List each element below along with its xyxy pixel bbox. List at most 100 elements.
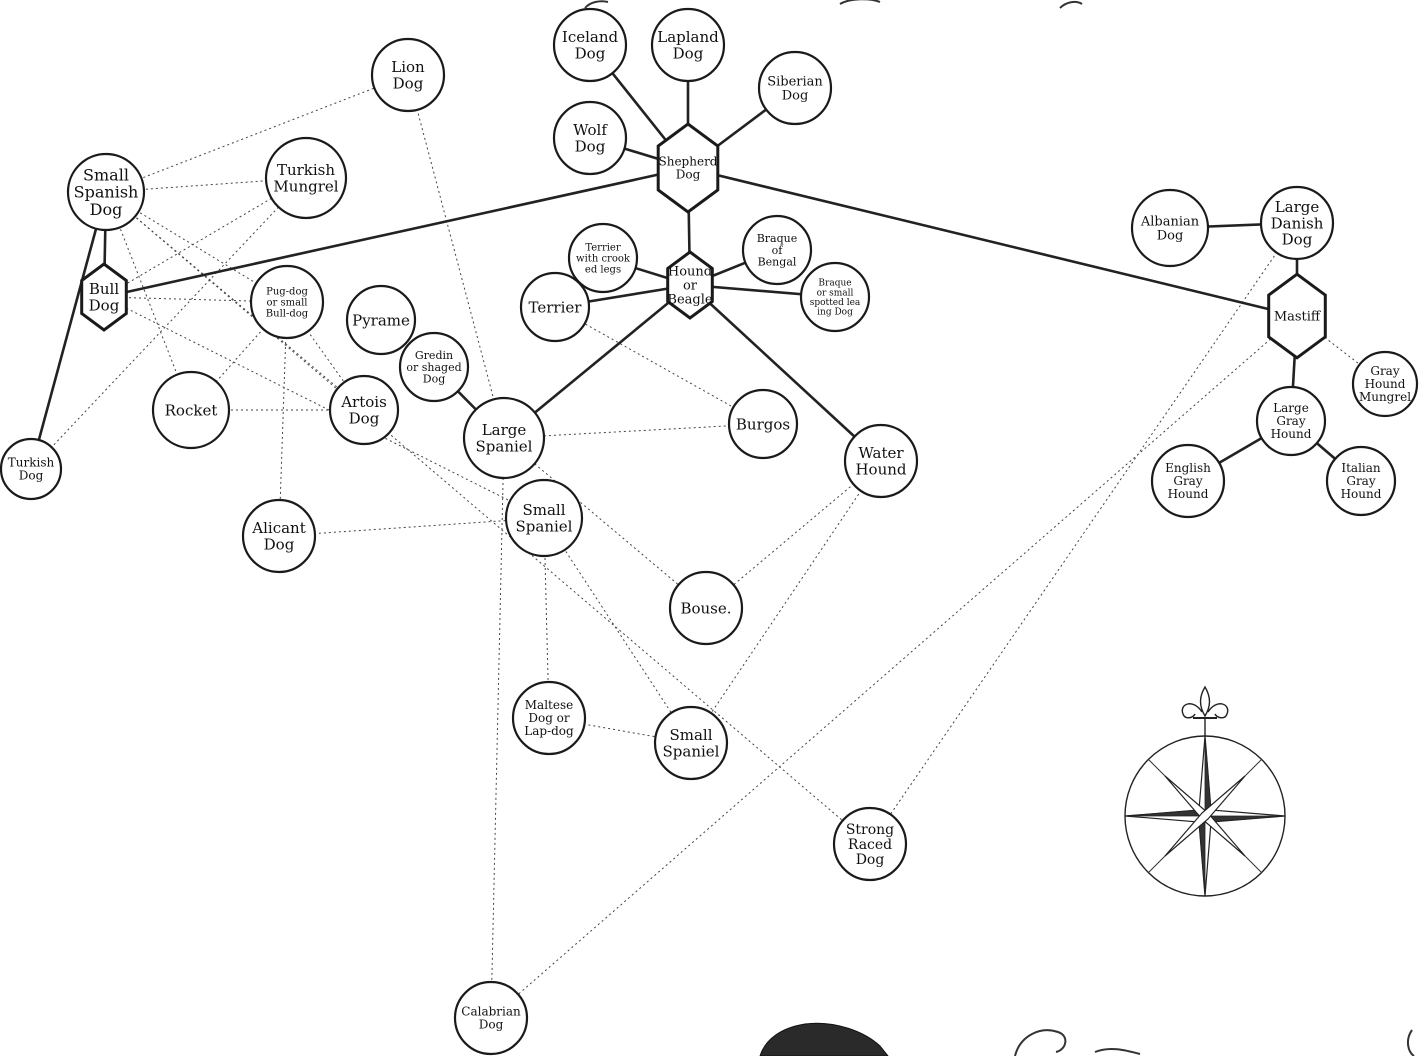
dotted-link-large-danish-to-strong-raced xyxy=(870,223,1297,844)
node-terrier-label-line: Terrier xyxy=(529,298,583,316)
node-shepherd-label-line: Shepherd xyxy=(659,155,718,169)
node-burgos-label-line: Burgos xyxy=(736,415,790,433)
node-albanian-label-line: Albanian xyxy=(1140,215,1200,230)
node-layer: IcelandDogLaplandDogSiberianDogWolfDogSh… xyxy=(1,9,1417,1054)
node-terrier-crooked-label-line: ed legs xyxy=(585,264,621,275)
dotted-link-small-spanish-to-lion xyxy=(106,75,408,192)
node-strong-raced: StrongRacedDog xyxy=(834,808,906,880)
node-large-spaniel-label-line: Spaniel xyxy=(476,437,533,455)
node-pug-label-line: or small xyxy=(267,298,308,309)
node-pyrame: Pyrame xyxy=(347,286,415,354)
node-italian-grayhound: ItalianGrayHound xyxy=(1327,447,1395,515)
dotted-link-mastiff-to-calabrian xyxy=(491,316,1297,1018)
node-albanian-label-line: Dog xyxy=(1157,229,1184,244)
node-calabrian-label-line: Dog xyxy=(479,1018,504,1032)
node-italian-grayhound-label-line: Italian xyxy=(1341,461,1381,475)
node-artois: ArtoisDog xyxy=(330,376,398,444)
node-artois-label-line: Dog xyxy=(349,409,380,427)
node-lapland-label-line: Dog xyxy=(673,44,704,62)
node-maltese-label-line: Maltese xyxy=(525,698,573,712)
dotted-link-alicant-to-small-spaniel-1 xyxy=(279,518,544,536)
node-turkish-dog: TurkishDog xyxy=(1,439,61,499)
node-rocket-label-line: Rocket xyxy=(165,401,218,419)
node-lapland-label-line: Lapland xyxy=(657,28,719,46)
node-large-danish-label-line: Dog xyxy=(1282,231,1313,249)
node-braque-bengal-label-line: Bengal xyxy=(758,256,797,269)
node-large-grayhound-label-line: Gray xyxy=(1276,414,1305,428)
node-grayhound-mungrel-label-line: Gray xyxy=(1370,364,1399,378)
node-rocket: Rocket xyxy=(153,372,229,448)
node-pug-label-line: Bull-dog xyxy=(266,308,309,319)
node-burgos: Burgos xyxy=(729,390,797,458)
node-water-hound: WaterHound xyxy=(845,425,917,497)
node-shepherd-label-line: Dog xyxy=(676,168,701,182)
node-iceland: IcelandDog xyxy=(554,9,626,81)
node-wolf-label-line: Dog xyxy=(575,137,606,155)
node-italian-grayhound-label-line: Gray xyxy=(1346,474,1375,488)
node-gredin: Gredinor shagedDog xyxy=(400,333,468,401)
node-calabrian: CalabrianDog xyxy=(455,982,527,1054)
node-small-spaniel-1-label-line: Small xyxy=(522,501,565,519)
node-small-spaniel-2-label-line: Spaniel xyxy=(663,742,720,760)
node-alicant-label-line: Alicant xyxy=(251,519,305,537)
node-pug-label-line: Pug-dog xyxy=(266,287,308,298)
node-grayhound-mungrel-label-line: Hound xyxy=(1365,377,1406,391)
node-water-hound-label-line: Hound xyxy=(855,460,906,478)
node-siberian-label-line: Siberian xyxy=(767,75,823,90)
node-maltese-label-line: Dog or xyxy=(528,711,570,725)
node-strong-raced-label-line: Raced xyxy=(848,837,892,853)
node-small-spanish-label-line: Spanish xyxy=(74,183,139,202)
node-english-grayhound-label-line: English xyxy=(1165,461,1211,475)
fleur-de-lis-icon xyxy=(1182,687,1227,736)
node-pyrame-label-line: Pyrame xyxy=(352,311,410,329)
node-grayhound-mungrel-label-line: Mungrel xyxy=(1359,390,1411,404)
node-maltese-label-line: Lap-dog xyxy=(524,724,574,738)
node-hound-label-line: or xyxy=(683,279,698,294)
compass-rose-icon xyxy=(1125,736,1285,896)
node-alicant-label-line: Dog xyxy=(264,535,295,553)
node-siberian-label-line: Dog xyxy=(782,89,809,104)
node-albanian: AlbanianDog xyxy=(1132,190,1208,266)
node-strong-raced-label-line: Dog xyxy=(856,852,885,868)
node-turkish-mungrel: TurkishMungrel xyxy=(266,138,346,218)
node-mastiff-label-line: Mastiff xyxy=(1274,310,1322,325)
node-braque-spotted-label-line: spotted lea xyxy=(810,298,861,308)
node-hound: HoundorBeagle xyxy=(667,252,712,318)
node-iceland-label-line: Iceland xyxy=(562,28,619,46)
node-alicant: AlicantDog xyxy=(243,500,315,572)
node-large-grayhound-label-line: Large xyxy=(1273,401,1309,415)
node-hound-label-line: Hound xyxy=(668,265,712,280)
node-terrier-crooked-label-line: Terrier xyxy=(585,243,620,254)
node-turkish-dog-label-line: Turkish xyxy=(8,456,55,470)
node-turkish-dog-label-line: Dog xyxy=(19,469,44,483)
node-bouse-label-line: Bouse. xyxy=(680,599,731,617)
node-bull-label-line: Dog xyxy=(89,296,120,314)
solid-link-small-spanish-to-turkish-dog xyxy=(31,192,106,469)
node-small-spanish-label-line: Dog xyxy=(90,200,123,219)
node-lion-label-line: Dog xyxy=(393,74,424,92)
node-italian-grayhound-label-line: Hound xyxy=(1341,487,1382,501)
node-english-grayhound-label-line: Gray xyxy=(1173,474,1202,488)
node-strong-raced-label-line: Strong xyxy=(846,822,894,838)
node-siberian: SiberianDog xyxy=(759,52,831,124)
node-english-grayhound: EnglishGrayHound xyxy=(1152,445,1224,517)
node-braque-spotted: Braqueor smallspotted leaing Dog xyxy=(801,263,869,331)
node-braque-spotted-label-line: or small xyxy=(817,288,854,298)
node-small-spanish-label-line: Small xyxy=(83,165,129,184)
node-small-spaniel-2: SmallSpaniel xyxy=(655,707,727,779)
dotted-link-large-spaniel-to-calabrian xyxy=(491,438,504,1018)
node-calabrian-label-line: Calabrian xyxy=(461,1005,521,1019)
node-small-spaniel-2-label-line: Small xyxy=(669,726,712,744)
